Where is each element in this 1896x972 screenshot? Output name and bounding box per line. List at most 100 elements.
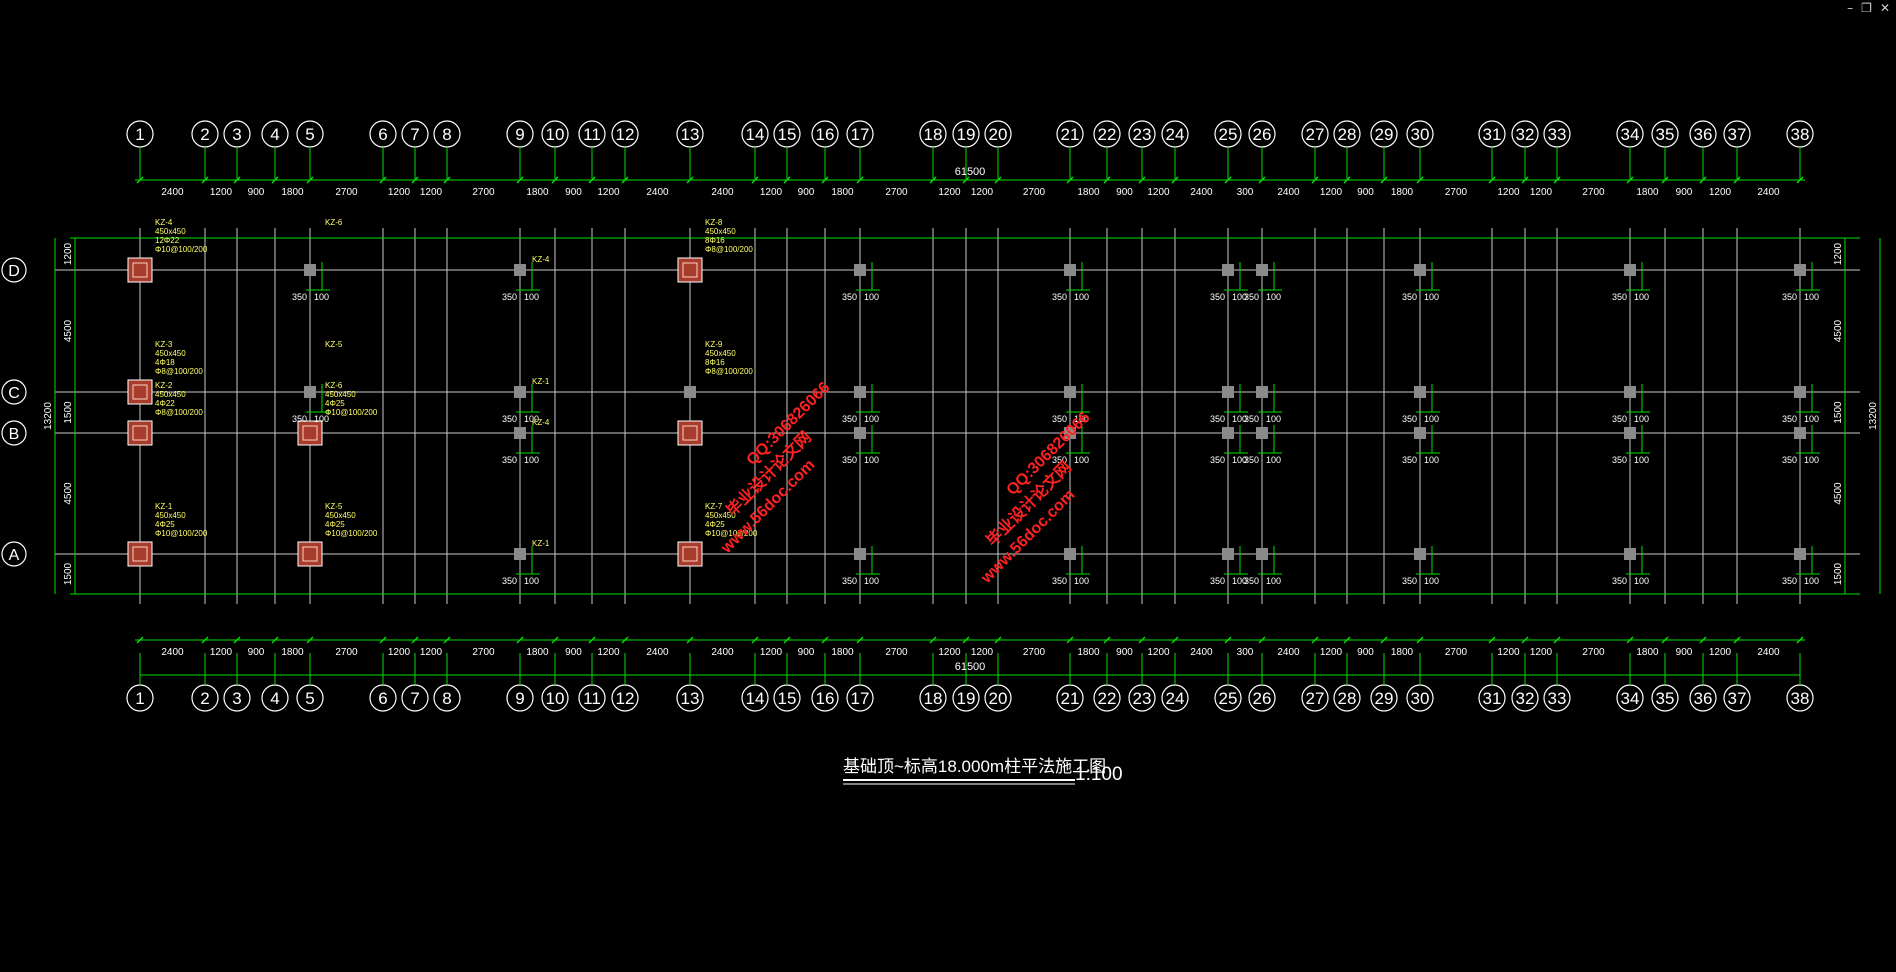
dim-text-bottom-spacing: 2400 xyxy=(161,647,184,658)
column-tag-line: KZ-1 xyxy=(155,502,173,511)
dim-100: 100 xyxy=(864,414,879,424)
dim-350: 350 xyxy=(1612,292,1627,302)
dim-text-top-spacing: 1200 xyxy=(420,187,443,198)
dim-text-top-spacing: 2700 xyxy=(1445,187,1468,198)
dim-100: 100 xyxy=(1424,576,1439,586)
column-tag-line: Φ8@100/200 xyxy=(705,245,753,254)
axis-label-top: 4 xyxy=(270,125,279,144)
dim-tick-bottom-spacing xyxy=(1553,636,1561,644)
minimize-icon[interactable]: – xyxy=(1847,1,1854,15)
dim-text-right: 1500 xyxy=(1833,401,1844,424)
dim-tick-bottom-spacing xyxy=(1258,636,1266,644)
dim-100: 100 xyxy=(864,292,879,302)
column-tag-line: 450x450 xyxy=(325,390,356,399)
column-large xyxy=(127,420,153,446)
close-icon[interactable]: ✕ xyxy=(1879,1,1890,15)
dim-350: 350 xyxy=(1612,576,1627,586)
column-tag-line: KZ-4 xyxy=(155,218,173,227)
dim-text-top-spacing: 1800 xyxy=(281,187,304,198)
dim-tick-bottom-spacing xyxy=(1626,636,1634,644)
dim-tick-bottom-spacing xyxy=(929,636,937,644)
axis-label-top: 38 xyxy=(1791,125,1810,144)
dim-350: 350 xyxy=(1244,292,1259,302)
axis-label-bottom: 28 xyxy=(1338,689,1357,708)
dim-tick-bottom-spacing xyxy=(1103,636,1111,644)
column-tag-line: 4Φ25 xyxy=(155,520,175,529)
axis-label-bottom: 15 xyxy=(778,689,797,708)
dim-tick-bottom-spacing xyxy=(962,636,970,644)
column-small xyxy=(1222,427,1234,439)
axis-label-bottom: 9 xyxy=(515,689,524,708)
axis-label-bottom: 1 xyxy=(135,689,144,708)
column-stirrup xyxy=(302,546,318,562)
dim-total-bottom-total: 61500 xyxy=(955,661,986,673)
dim-350: 350 xyxy=(842,292,857,302)
column-small xyxy=(514,427,526,439)
column-tag-line: 4Φ25 xyxy=(325,399,345,408)
axis-label-bottom: 17 xyxy=(851,689,870,708)
column-small xyxy=(1222,548,1234,560)
dim-text-top-spacing: 900 xyxy=(1116,187,1133,198)
restore-icon[interactable]: ❐ xyxy=(1861,1,1872,15)
axis-label-top: 17 xyxy=(851,125,870,144)
column-tag-line: 4Φ22 xyxy=(155,399,175,408)
axis-label-top: 29 xyxy=(1375,125,1394,144)
dim-tick-bottom-spacing xyxy=(588,636,596,644)
column-tag-line: Φ10@100/200 xyxy=(155,245,208,254)
dim-tick-bottom-spacing xyxy=(1066,636,1074,644)
dim-text-top-spacing: 1200 xyxy=(1530,187,1553,198)
axis-label-top: 11 xyxy=(583,125,601,144)
column-stirrup xyxy=(682,546,698,562)
axis-label-top: 37 xyxy=(1728,125,1747,144)
axis-label-top: 22 xyxy=(1098,125,1117,144)
axis-label-top: 33 xyxy=(1548,125,1567,144)
axis-label-top: 1 xyxy=(135,125,144,144)
dim-350: 350 xyxy=(1052,414,1067,424)
dim-100: 100 xyxy=(1232,576,1247,586)
column-tag-line: 450x450 xyxy=(155,390,186,399)
axis-label-bottom: 13 xyxy=(681,689,700,708)
column-tag-line: 4Φ25 xyxy=(705,520,725,529)
dim-100: 100 xyxy=(524,455,539,465)
axis-label-bottom: 19 xyxy=(957,689,976,708)
dim-text-top-spacing: 2400 xyxy=(1757,187,1780,198)
dim-text-bottom-spacing: 2400 xyxy=(1190,647,1213,658)
dim-text-bottom-spacing: 2400 xyxy=(1757,647,1780,658)
dim-text-top-spacing: 1200 xyxy=(1320,187,1343,198)
column-small xyxy=(1624,264,1636,276)
column-small xyxy=(1256,427,1268,439)
axis-label-bottom: 5 xyxy=(305,689,314,708)
dim-350: 350 xyxy=(1782,576,1797,586)
column-small xyxy=(854,264,866,276)
dim-text-top-spacing: 1800 xyxy=(1391,187,1414,198)
axis-label-top: 19 xyxy=(957,125,976,144)
axis-label-top: 35 xyxy=(1656,125,1675,144)
dim-100: 100 xyxy=(314,292,329,302)
column-small xyxy=(854,548,866,560)
axis-label-bottom: 20 xyxy=(989,689,1008,708)
dim-350: 350 xyxy=(502,455,517,465)
dim-text-right: 1500 xyxy=(1833,562,1844,585)
dim-text-bottom-spacing: 900 xyxy=(248,647,265,658)
dim-text-bottom-spacing: 1200 xyxy=(938,647,961,658)
axis-label-top: 30 xyxy=(1411,125,1430,144)
axis-label-bottom: 18 xyxy=(924,689,943,708)
column-small xyxy=(1624,548,1636,560)
dim-tick-bottom-spacing xyxy=(516,636,524,644)
column-tag-line: KZ-9 xyxy=(705,340,723,349)
dim-100: 100 xyxy=(1232,455,1247,465)
column-small xyxy=(514,548,526,560)
axis-label-bottom: 8 xyxy=(442,689,451,708)
dim-text-bottom-spacing: 2700 xyxy=(472,647,495,658)
dim-text-top-spacing: 2700 xyxy=(1582,187,1605,198)
column-large xyxy=(297,420,323,446)
axis-label-bottom: 7 xyxy=(410,689,419,708)
dim-text-top-spacing: 2400 xyxy=(1190,187,1213,198)
axis-label-bottom: 2 xyxy=(200,689,209,708)
dim-100: 100 xyxy=(864,576,879,586)
dim-tick-bottom-spacing xyxy=(551,636,559,644)
dim-tick-bottom-spacing xyxy=(994,636,1002,644)
column-stirrup xyxy=(132,384,148,400)
column-small xyxy=(1414,548,1426,560)
